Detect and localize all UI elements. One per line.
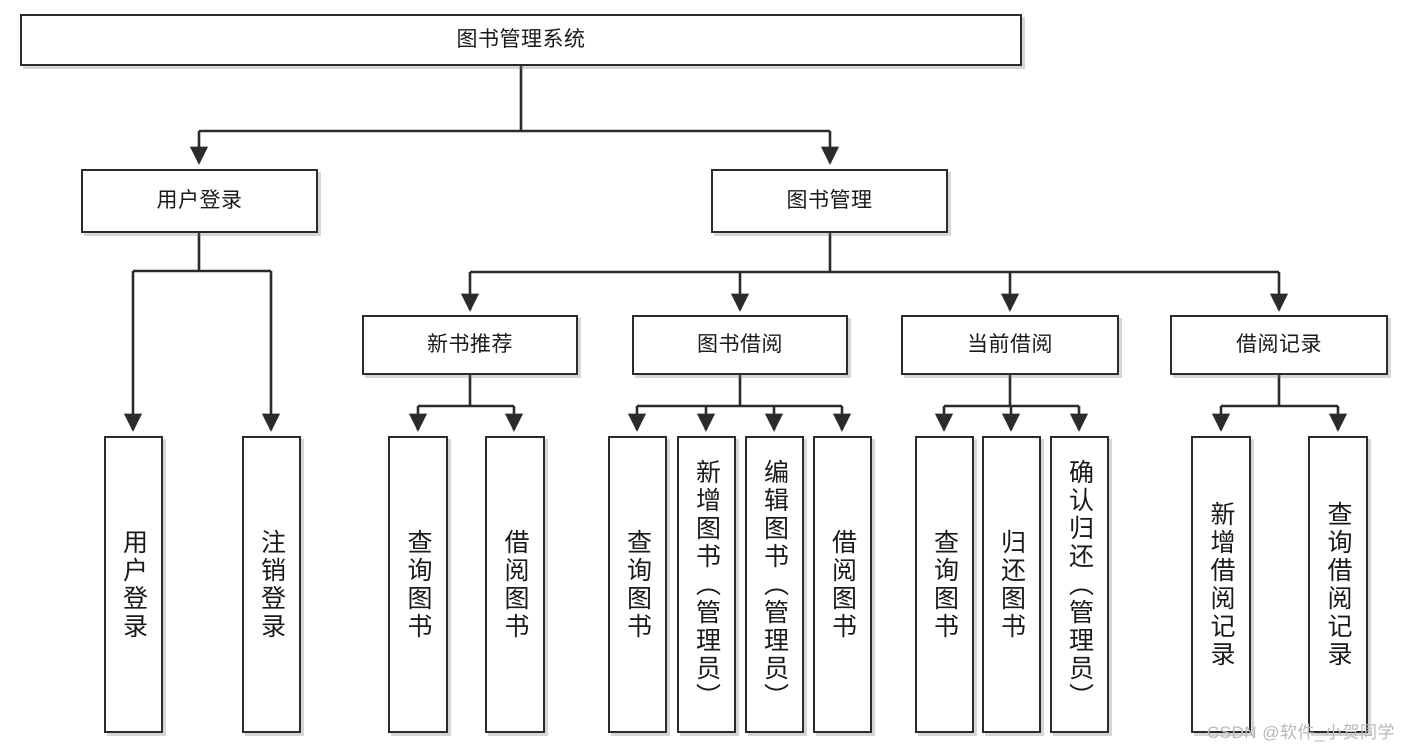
node-leaf-add-record-label: 新增借阅记录 (1207, 500, 1235, 669)
node-leaf-edit-book-label: 编辑图书（管理员） (760, 458, 789, 711)
node-borrow-record[interactable]: 借阅记录 (1170, 315, 1388, 375)
node-new-book-recommend-label: 新书推荐 (427, 333, 513, 357)
node-leaf-query-record[interactable]: 查询借阅记录 (1308, 436, 1368, 733)
node-book-borrow-label: 图书借阅 (697, 333, 783, 357)
node-current-borrow[interactable]: 当前借阅 (901, 315, 1119, 375)
node-leaf-query-book-2-label: 查询图书 (623, 528, 652, 641)
node-leaf-user-login-label: 用户登录 (119, 528, 148, 641)
node-leaf-query-book-1-label: 查询图书 (404, 528, 432, 641)
node-leaf-return-book-label: 归还图书 (997, 528, 1026, 641)
node-leaf-query-book-3[interactable]: 查询图书 (915, 436, 974, 733)
node-root-label: 图书管理系统 (456, 28, 586, 52)
node-leaf-confirm-return[interactable]: 确认归还（管理员） (1050, 436, 1109, 733)
node-root[interactable]: 图书管理系统 (20, 14, 1022, 66)
node-leaf-query-book-1[interactable]: 查询图书 (388, 436, 448, 733)
node-leaf-borrow-book-1-label: 借阅图书 (501, 528, 529, 641)
node-borrow-record-label: 借阅记录 (1236, 333, 1322, 357)
node-leaf-confirm-return-label: 确认归还（管理员） (1065, 458, 1094, 711)
node-book-manage-label: 图书管理 (786, 189, 873, 213)
node-user-login-label: 用户登录 (156, 189, 243, 213)
node-book-borrow[interactable]: 图书借阅 (632, 315, 848, 375)
watermark-text: CSDN @软件_小贺同学 (1206, 723, 1395, 742)
node-leaf-add-book-label: 新增图书（管理员） (692, 458, 721, 711)
node-user-login[interactable]: 用户登录 (81, 169, 318, 233)
node-leaf-borrow-book-2[interactable]: 借阅图书 (813, 436, 872, 733)
node-leaf-logout[interactable]: 注销登录 (242, 436, 301, 733)
node-leaf-return-book[interactable]: 归还图书 (982, 436, 1041, 733)
node-new-book-recommend[interactable]: 新书推荐 (362, 315, 578, 375)
node-leaf-borrow-book-1[interactable]: 借阅图书 (485, 436, 545, 733)
node-leaf-query-record-label: 查询借阅记录 (1324, 500, 1352, 669)
node-leaf-borrow-book-2-label: 借阅图书 (828, 528, 857, 641)
node-leaf-add-record[interactable]: 新增借阅记录 (1191, 436, 1251, 733)
node-current-borrow-label: 当前借阅 (967, 333, 1053, 357)
node-leaf-query-book-2[interactable]: 查询图书 (608, 436, 667, 733)
node-leaf-query-book-3-label: 查询图书 (930, 528, 959, 641)
node-book-manage[interactable]: 图书管理 (711, 169, 948, 233)
node-leaf-user-login[interactable]: 用户登录 (104, 436, 163, 733)
node-leaf-edit-book[interactable]: 编辑图书（管理员） (745, 436, 804, 733)
node-leaf-logout-label: 注销登录 (257, 528, 286, 641)
node-leaf-add-book[interactable]: 新增图书（管理员） (677, 436, 736, 733)
